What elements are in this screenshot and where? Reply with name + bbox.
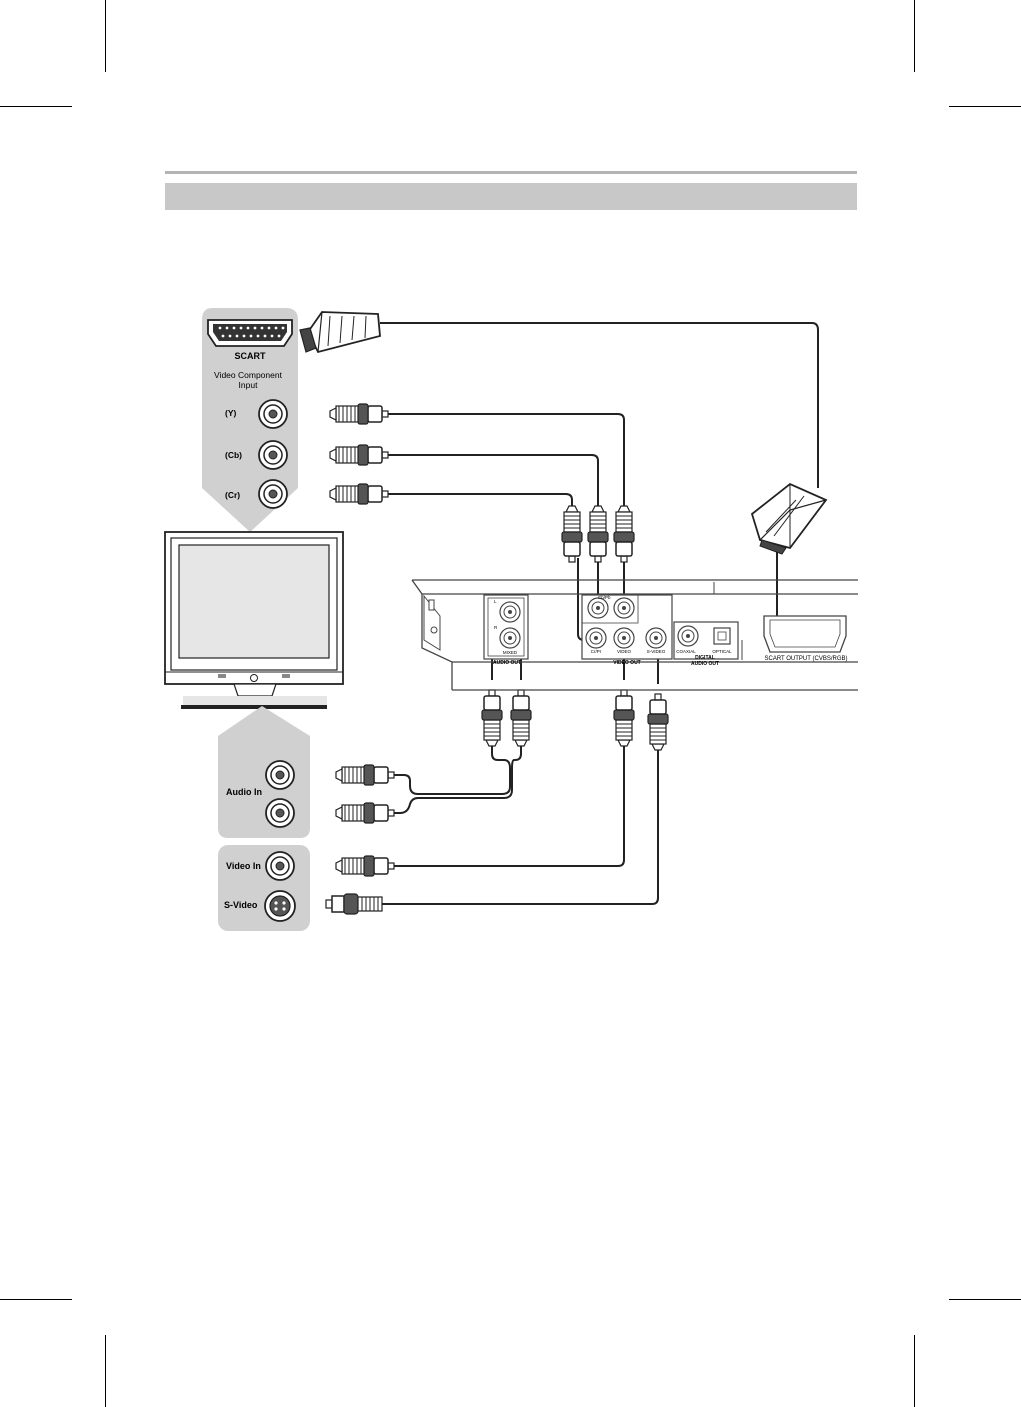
svideo-plug [325,893,383,915]
trim-mark [0,106,72,107]
digital-audio-label-1: DIGITAL [695,655,715,661]
trim-mark [0,1299,72,1300]
video-out-label: VIDEO OUT [613,660,641,666]
svideo-jack[interactable] [264,890,296,922]
y-cable [382,413,625,506]
cb-cable [382,454,599,506]
cb-label: (Cb) [225,450,242,460]
cr-label: (Cr) [225,490,240,500]
cr-jack[interactable] [258,479,288,509]
trim-mark [949,1299,1021,1300]
tv-input-panel-audio [218,706,310,838]
cr-plug [329,483,389,505]
audio-left-plug-player [481,689,503,747]
audio-r-label: R [494,625,498,630]
trim-mark [105,1335,106,1407]
scart-output-label: SCART OUTPUT (CVBS/RGB) [764,656,847,662]
video-plug-player [613,689,635,747]
video-cable [382,736,625,867]
player-rear-panel: L R MIXED AUDIO OUT Cb/Pb Cr/Pr VIDEO S-… [411,579,858,691]
video-in-label: Video In [226,861,261,871]
cr-cable [382,493,573,506]
audio-in-right-jack[interactable] [265,798,295,828]
cb-jack[interactable] [258,440,288,470]
cr-pr-label: Cr/Pr [591,649,602,654]
audio-out-label: AUDIO OUT [493,660,521,666]
cb-plug [329,444,389,466]
cb-pb-label: Cb/Pb [598,595,611,600]
cb-plug-player [587,505,609,563]
audio-right-cable [392,736,522,814]
component-label-line2: Input [239,380,259,390]
svideo-cable [382,740,659,905]
svideo-label: S-Video [224,900,258,910]
audio-right-plug [335,802,395,824]
video-plug [335,855,395,877]
audio-in-label: Audio In [226,787,262,797]
y-label: (Y) [225,408,237,418]
tv-input-panel-top [202,308,298,532]
optical-label: OPTICAL [712,649,732,654]
audio-l-label: L [494,599,497,604]
svideo-plug-player [647,693,669,751]
svideo-port-label: S-VIDEO [647,649,666,654]
trim-mark [914,0,915,72]
trim-mark [105,0,106,72]
video-port-label: VIDEO [617,649,632,654]
scart-label: SCART [235,351,267,361]
scart-plug-player-side [750,482,828,555]
tv-input-panel-video [218,845,310,931]
audio-right-plug-player [510,689,532,747]
audio-left-cable [392,736,511,795]
header-rule [165,171,857,174]
scart-plug-tv-side [299,311,381,354]
audio-in-left-jack[interactable] [265,760,295,790]
y-plug-player [613,505,635,563]
scart-cable [380,322,819,488]
audio-mixed-label: MIXED [503,650,518,655]
scart-socket [207,319,293,347]
trim-mark [914,1335,915,1407]
video-in-jack[interactable] [265,851,295,881]
cr-plug-player [561,505,583,563]
television [164,531,344,709]
component-label-line1: Video Component [214,370,283,380]
digital-audio-label-2: AUDIO OUT [691,661,719,667]
y-plug [329,403,389,425]
audio-left-plug [335,764,395,786]
coaxial-label: COAXIAL [676,649,696,654]
y-jack[interactable] [258,399,288,429]
trim-mark [949,106,1021,107]
section-header-bar [165,183,857,210]
